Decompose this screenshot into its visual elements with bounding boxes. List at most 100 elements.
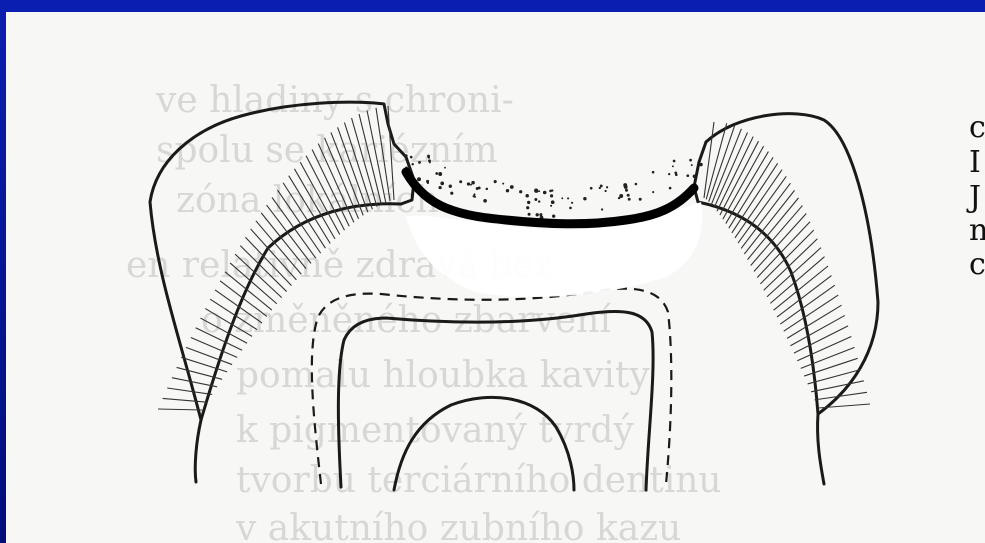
caries-dot	[590, 187, 593, 190]
caries-dot	[699, 158, 701, 160]
caries-dot	[527, 201, 530, 204]
hatch-line	[167, 388, 212, 394]
caries-dot	[494, 180, 497, 183]
caries-dot	[550, 194, 553, 197]
show-through-text: ve hladiny s chroni- spolu se kariézním …	[126, 80, 722, 543]
hatch-line	[704, 122, 714, 198]
caries-dot	[510, 185, 514, 189]
caries-dot	[551, 200, 555, 204]
caries-dot	[438, 172, 442, 176]
caries-dot	[536, 213, 539, 216]
hatch-line	[764, 239, 818, 290]
caries-dot	[689, 159, 692, 162]
caries-dot	[428, 157, 430, 159]
caries-dot	[550, 205, 552, 207]
show-through-line: zóna lokálních	[176, 180, 439, 221]
show-through-line: spolu se kariézním	[156, 130, 498, 171]
caries-dot	[467, 182, 470, 185]
show-through-line: pomalu hloubka kavity	[236, 355, 650, 396]
caries-dot	[571, 202, 573, 204]
caries-dot	[552, 215, 555, 218]
caries-dot	[673, 160, 676, 163]
cavity-floor-line	[406, 172, 694, 224]
caries-dot	[506, 189, 509, 192]
hatch-line	[780, 285, 835, 324]
caries-dot	[526, 206, 529, 209]
show-through-line: tvorbu terciárního dentinu	[236, 460, 722, 501]
caries-dot	[639, 198, 642, 201]
edge-letter: c	[969, 110, 985, 145]
caries-dot	[691, 164, 693, 166]
caries-dot	[538, 200, 540, 202]
caries-dot	[538, 190, 540, 192]
caries-dot	[668, 173, 670, 175]
hatch-line	[186, 347, 232, 364]
caries-dot	[669, 187, 672, 190]
caries-dot	[450, 192, 453, 195]
caries-dot	[444, 167, 446, 169]
caries-dot	[411, 163, 413, 165]
caries-dot	[539, 213, 542, 216]
hatch-line	[797, 337, 851, 361]
show-through-line: ve hladiny s chroni-	[155, 80, 514, 121]
caries-dot	[534, 198, 537, 201]
caries-dot	[569, 207, 572, 210]
caries-dot	[486, 188, 489, 191]
caries-dot	[567, 197, 569, 199]
right-enamel	[694, 114, 878, 414]
caries-dot	[473, 195, 475, 197]
caries-dot	[624, 185, 628, 189]
caries-dot	[606, 186, 608, 188]
caries-dot	[635, 183, 638, 186]
caries-dot	[440, 182, 444, 186]
caries-dot	[652, 191, 654, 193]
caries-dot	[652, 171, 655, 174]
tooth-diagram: ve hladiny s chroni- spolu se kariézním …	[6, 12, 985, 543]
caries-dot	[470, 184, 472, 186]
caries-dot	[583, 197, 586, 200]
caries-dot	[410, 156, 413, 159]
caries-dot	[693, 174, 697, 178]
caries-dot	[628, 198, 631, 201]
caries-dot	[600, 184, 603, 187]
caries-dot	[534, 189, 538, 193]
caries-dot	[561, 197, 563, 199]
edge-letter: n	[969, 213, 985, 248]
caries-dot	[525, 194, 529, 198]
caries-dot	[672, 165, 674, 167]
caries-dot	[459, 180, 462, 183]
caries-dot	[435, 172, 438, 175]
edge-letters: c I J n c	[966, 110, 985, 282]
caries-dot	[471, 181, 475, 185]
caries-dot	[601, 208, 603, 210]
caries-dot	[599, 187, 601, 189]
edge-letter: I	[969, 145, 981, 180]
caries-dot	[675, 173, 678, 176]
edge-letter: J	[966, 180, 981, 215]
caries-dot	[627, 194, 630, 197]
caries-dot	[418, 161, 421, 164]
caries-dot	[625, 189, 628, 192]
caries-dot	[427, 182, 429, 184]
show-through-line: v akutního zubního kazu	[235, 508, 681, 543]
hatch-line	[801, 347, 855, 368]
caries-dot	[605, 190, 607, 192]
caries-dot	[449, 185, 452, 188]
caries-dot	[417, 177, 421, 181]
hatch-line	[163, 398, 207, 402]
caries-dot	[519, 190, 522, 193]
caries-dot	[483, 199, 487, 203]
hatch-line	[818, 404, 870, 408]
caries-dot	[528, 213, 531, 216]
caries-dot	[478, 186, 481, 189]
caries-dot	[438, 186, 441, 189]
caries-dot	[700, 164, 702, 166]
hatch-line	[158, 409, 202, 410]
hatch-line	[811, 381, 864, 392]
edge-letter: c	[969, 247, 985, 282]
caries-dot	[619, 194, 623, 198]
caries-dot	[429, 161, 431, 163]
caries-dot	[502, 183, 504, 185]
scanned-page: ve hladiny s chroni- spolu se kariézním …	[6, 12, 985, 543]
